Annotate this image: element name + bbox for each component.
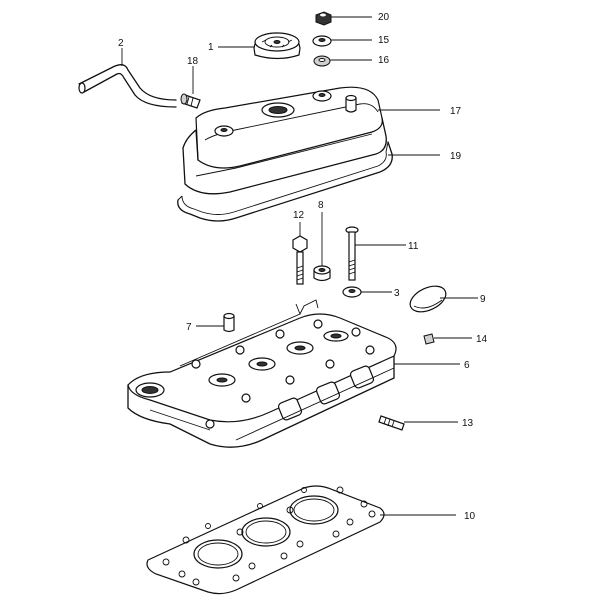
callout-17: 17 <box>450 106 462 117</box>
callout-8: 8 <box>318 200 324 211</box>
callout-10: 10 <box>464 511 476 522</box>
part-12-stud <box>292 222 308 285</box>
callout-labels: 1 2 3 6 7 8 9 10 11 12 13 14 15 16 17 18… <box>118 12 488 522</box>
callout-19: 19 <box>450 151 462 162</box>
part-1-filler-cap <box>253 32 301 60</box>
leader-lines <box>218 16 372 61</box>
part-17-rocker-cover <box>182 86 440 195</box>
callout-7: 7 <box>186 322 192 333</box>
part-15-washer <box>312 35 332 47</box>
part-9-plug <box>409 285 478 313</box>
callout-18: 18 <box>187 56 199 67</box>
part-13-stud <box>378 415 458 431</box>
callout-11: 11 <box>408 241 419 252</box>
part-8-collar <box>313 212 331 282</box>
part-7-dowel <box>196 312 235 333</box>
part-10-head-gasket <box>146 485 456 595</box>
part-16-grommet <box>313 55 331 67</box>
callout-2: 2 <box>118 38 124 49</box>
callout-6: 6 <box>464 360 470 371</box>
callout-12: 12 <box>293 210 305 221</box>
part-11-bolt <box>345 226 406 281</box>
part-14-plug <box>423 333 472 345</box>
callout-3: 3 <box>394 288 400 299</box>
part-18-connector <box>180 66 201 109</box>
part-20-nut <box>315 11 332 26</box>
callout-16: 16 <box>378 55 390 66</box>
callout-13: 13 <box>462 418 474 429</box>
callout-20: 20 <box>378 12 390 23</box>
callout-15: 15 <box>378 35 390 46</box>
part-6-cylinder-head <box>127 299 460 448</box>
part-2-breather-hose <box>78 48 177 108</box>
callout-14: 14 <box>476 334 488 345</box>
callout-1: 1 <box>208 42 214 53</box>
callout-9: 9 <box>480 294 486 305</box>
part-3-washer <box>342 286 392 298</box>
part-19-gasket <box>177 141 440 222</box>
